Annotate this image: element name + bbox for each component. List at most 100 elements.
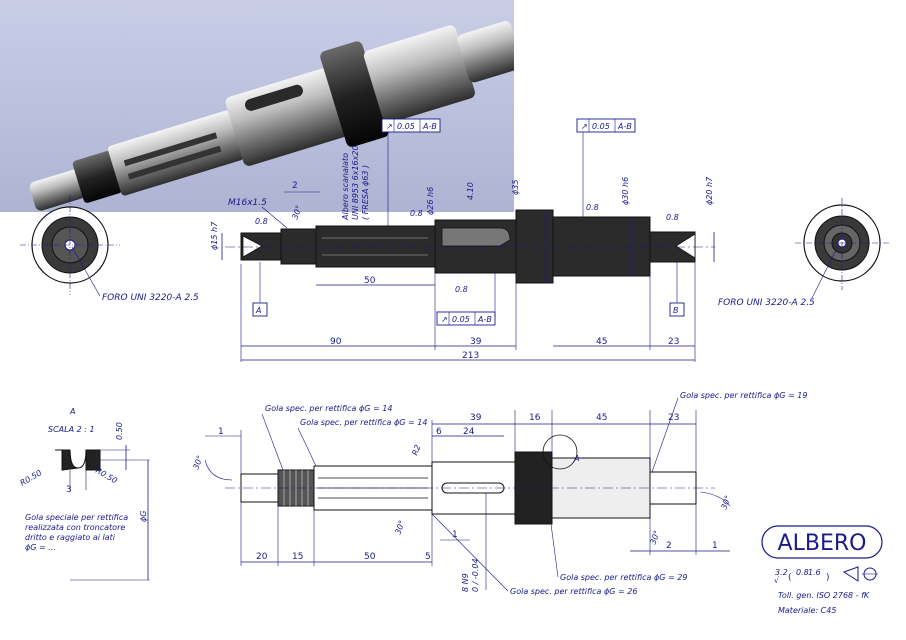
- bottom-dim-50: 50: [364, 552, 376, 562]
- datum-a: A: [255, 306, 261, 315]
- part-name-frame: [761, 525, 883, 559]
- thread-label: M16x1.5: [228, 198, 267, 208]
- svg-text:): ): [826, 573, 830, 583]
- left-end-view: FORO UNI 3220-A 2.5: [20, 195, 199, 303]
- roughness-sub2: 1.6: [808, 568, 821, 577]
- bottom-dim-1c: 1: [712, 541, 718, 551]
- render-keyway-section: [225, 68, 347, 166]
- bottom-dim-20: 20: [256, 552, 268, 562]
- bottom-dim-1b: 1: [452, 530, 458, 540]
- render-bearing-journal: [363, 25, 475, 124]
- detail-a-ref: A: [573, 454, 579, 463]
- bottom-dim-2: 2: [666, 541, 672, 551]
- top-dim-90: 90: [330, 337, 342, 347]
- detail-a-view: A SCALA 2 : 1 R0.50 R0.50 3 0.50 ϕG Gola…: [19, 407, 150, 581]
- bottom-dim-39: 39: [470, 413, 482, 423]
- groove-label-14b: Gola spec. per rettifica ϕG = 14: [300, 418, 427, 427]
- top-dim-30deg: 30°: [290, 204, 303, 220]
- bottom-dim-15: 15: [292, 552, 303, 562]
- shaft-3d-render: [0, 0, 514, 212]
- rough-08-5: 0.8: [666, 213, 679, 222]
- detail-dim-3: 3: [66, 485, 72, 495]
- runout-frame-3: ↗ 0.05 A-B: [436, 273, 496, 326]
- rough-08-1: 0.8: [255, 217, 268, 226]
- tolerance-note: Toll. gen. ISO 2768 - fK: [778, 591, 870, 600]
- detail-dim-050: 0.50: [115, 422, 124, 440]
- groove-label-14a: Gola spec. per rettifica ϕG = 14: [265, 404, 392, 413]
- spline-label-line1: Albero scanalato: [341, 153, 350, 221]
- dim-4-10: 4.10: [466, 182, 475, 200]
- top-dim-45: 45: [596, 337, 607, 347]
- top-dim-23: 23: [668, 337, 679, 347]
- runout-frame-1: ↗ 0.05 A-B: [381, 118, 441, 226]
- spline-label-line2: UNI 8953 6x16x20: [351, 145, 360, 220]
- svg-text:√: √: [774, 576, 780, 585]
- groove-label-29: Gola spec. per rettifica ϕG = 29: [560, 573, 687, 582]
- svg-text:↗: ↗: [581, 122, 588, 131]
- svg-text:(: (: [788, 573, 792, 583]
- detail-r050b: R0.50: [94, 466, 119, 485]
- bottom-dim-8n9: 8 N9: [461, 573, 470, 592]
- bottom-dim-5: 5: [425, 552, 431, 562]
- detail-note-line1: Gola speciale per rettifica: [25, 513, 128, 522]
- bottom-dim-r2: R2: [410, 444, 422, 457]
- render-collar: [320, 41, 389, 147]
- title-block: ALBERO 3.2 √ ( 0.8 1.6 ) Toll. gen. ISO …: [761, 525, 883, 615]
- bottom-dim-30deg-a: 30°: [191, 454, 204, 470]
- detail-dim-phig: ϕG: [139, 511, 148, 522]
- svg-text:↗: ↗: [386, 122, 393, 131]
- bottom-dim-24: 24: [463, 427, 475, 437]
- rough-08-4: 0.8: [586, 203, 599, 212]
- detail-label: A: [69, 407, 75, 416]
- material: Materiale: C45: [778, 606, 836, 615]
- bottom-dim-8n9-tol: 0 / -0.04: [471, 558, 480, 592]
- runout-1-ref: A-B: [422, 122, 437, 131]
- center-hole-label-left: FORO UNI 3220-A 2.5: [102, 293, 199, 303]
- detail-note-line2: realizzata con troncatore: [25, 523, 125, 532]
- detail-note-line4: ϕG = ...: [25, 543, 56, 552]
- roughness-sub1: 0.8: [796, 568, 809, 577]
- render-keyway: [245, 84, 303, 111]
- bottom-dim-30deg-b: 30°: [393, 519, 406, 535]
- roughness-main: 3.2: [775, 568, 788, 577]
- spline-label-line3: ( FRESA ϕ63 ): [361, 165, 370, 220]
- bottom-dim-30deg-d: 30°: [719, 494, 732, 510]
- groove-label-26: Gola spec. per rettifica ϕG = 26: [510, 587, 637, 596]
- detail-r050a: R0.50: [19, 468, 44, 487]
- detail-note-line3: dritto e raggiato ai lati: [25, 533, 116, 542]
- dim-d35: ϕ35: [511, 180, 520, 195]
- top-dim-50: 50: [364, 276, 376, 286]
- render-end-journal-right: [457, 21, 514, 83]
- center-hole-label-right: FORO UNI 3220-A 2.5: [718, 298, 815, 308]
- runout-1-value: 0.05: [397, 122, 415, 131]
- part-name: ALBERO: [778, 531, 867, 556]
- runout-frame-2: ↗ 0.05 A-B: [576, 118, 636, 217]
- runout-3-ref: A-B: [477, 315, 492, 324]
- top-bearing-journal: [552, 216, 651, 277]
- render-thread: [72, 151, 122, 203]
- datum-b: B: [673, 306, 679, 315]
- bottom-dim-45: 45: [596, 413, 607, 423]
- bottom-dim-23: 23: [668, 413, 679, 423]
- top-spline: [315, 225, 436, 268]
- dim-d15: ϕ15 h7: [210, 221, 219, 250]
- runout-3-value: 0.05: [452, 315, 470, 324]
- top-collar: [515, 209, 554, 284]
- dim-d30: ϕ30 h6: [621, 177, 630, 205]
- rough-08-3: 0.8: [455, 285, 468, 294]
- top-main-view: M16x1.5 2 30° Albero scanalato UNI 8953 …: [210, 118, 715, 362]
- right-end-view: FORO UNI 3220-A 2.5: [718, 198, 890, 308]
- bottom-dim-1a: 1: [218, 427, 224, 437]
- bottom-dim-30deg-c: 30°: [648, 529, 661, 545]
- detail-a-circle: [542, 434, 578, 470]
- bottom-main-view: A Gola spec. per rettifica ϕG = 14 Gola …: [191, 391, 807, 596]
- top-thread: [280, 228, 317, 265]
- runout-2-value: 0.05: [592, 122, 610, 131]
- render-end-journal-left: [29, 169, 86, 211]
- top-dim-2: 2: [292, 181, 298, 191]
- rough-08-2: 0.8: [410, 209, 423, 218]
- dim-d26: ϕ26 h6: [426, 187, 435, 215]
- runout-2-ref: A-B: [617, 122, 632, 131]
